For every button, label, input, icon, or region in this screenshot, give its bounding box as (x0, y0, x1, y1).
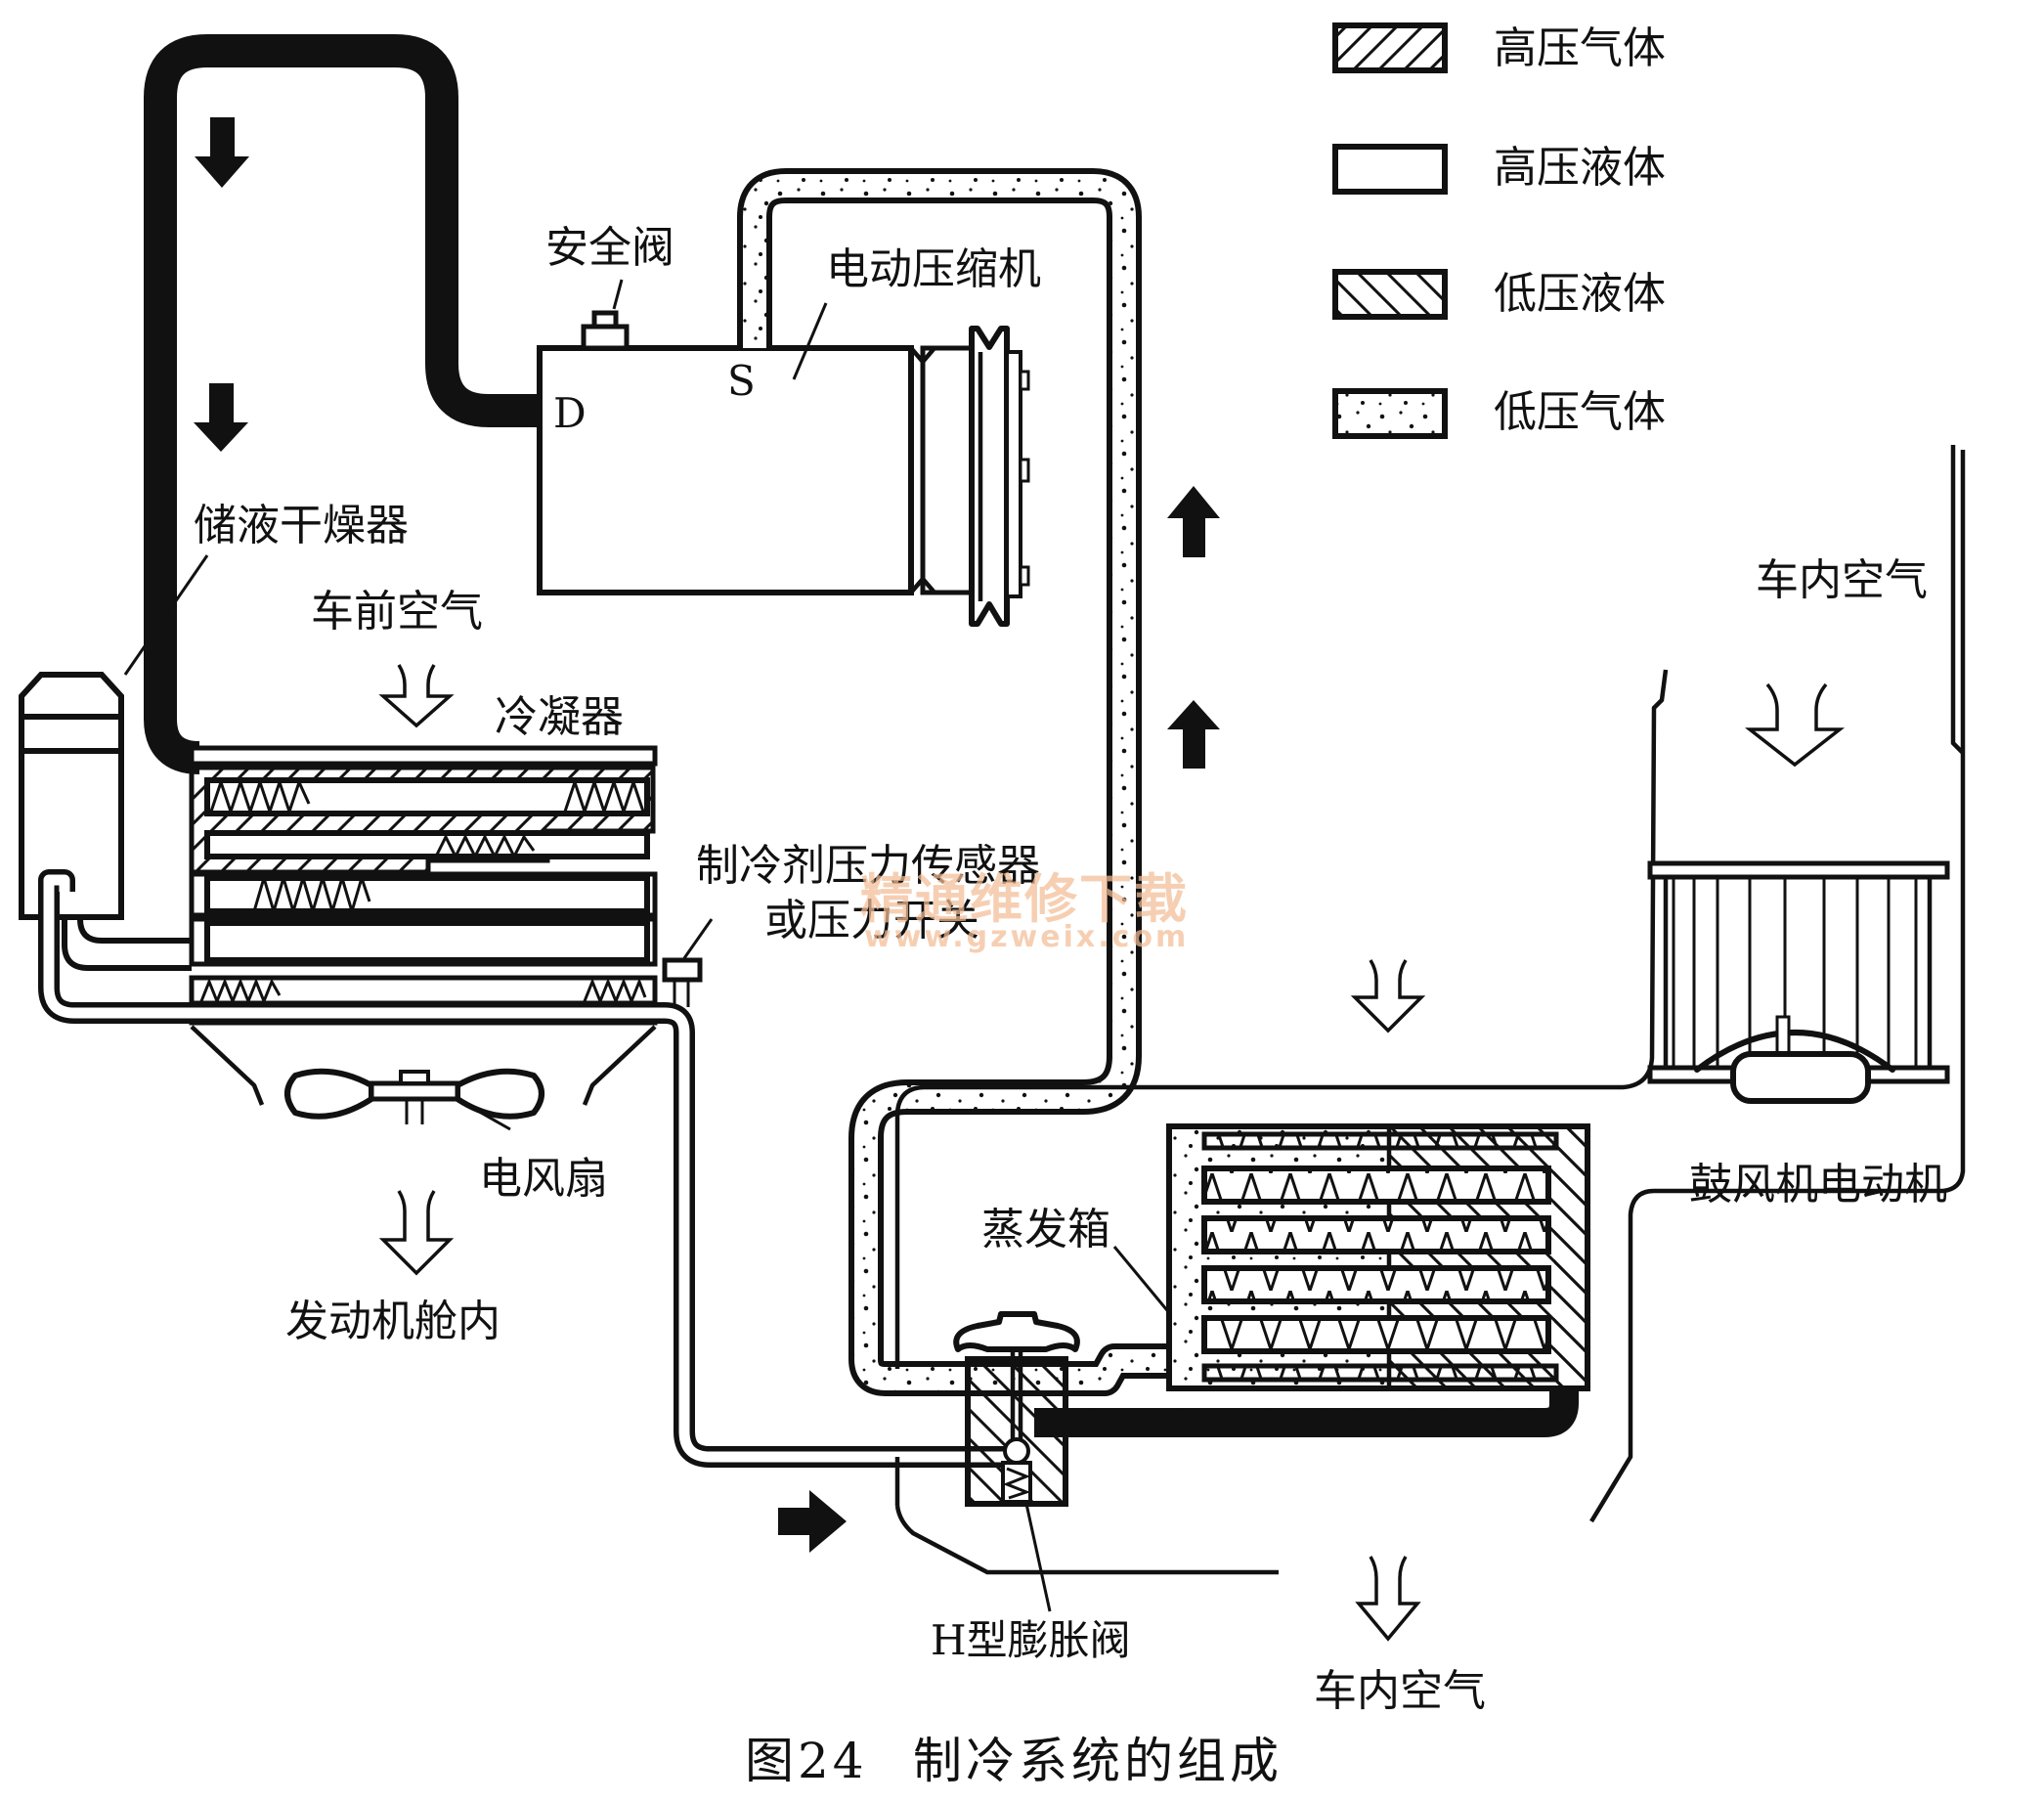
high-pressure-liquid-pipe (38, 869, 1007, 1468)
flow-arrow-down-2 (194, 383, 248, 452)
h-expansion-valve (953, 1311, 1080, 1507)
low-pressure-liquid-pipe (1034, 1388, 1579, 1437)
safety-valve (581, 310, 630, 351)
receiver-drier-leader (123, 554, 209, 676)
receiver-drier-label: 储液干燥器 (194, 501, 409, 550)
flow-arrow-up-2 (1167, 700, 1220, 769)
legend-item-low-pressure-liquid: 低压液体 (1332, 269, 1666, 320)
flow-arrow-down-1 (195, 117, 249, 188)
watermark-text: 精通维修下载 (860, 867, 1189, 930)
port-suction-label: S (727, 357, 756, 405)
electric-fan-label: 电风扇 (479, 1154, 608, 1204)
front-air-arrow (378, 664, 455, 728)
blower-fan-blades (1663, 877, 1933, 1068)
blower (1647, 860, 1950, 1104)
legend-item-low-pressure-gas: 低压气体 (1332, 387, 1666, 439)
cabin-air-intake-arrow (1744, 682, 1846, 768)
port-discharge-label: D (553, 389, 587, 437)
low-pressure-gas-suction-pipe (737, 168, 1169, 1396)
compressor-label: 电动压缩机 (826, 244, 1041, 294)
high-pressure-gas-pipe (144, 34, 538, 774)
engine-compartment-air-arrow (378, 1190, 455, 1276)
legend-label: 低压液体 (1494, 269, 1666, 319)
pressure-sensor-label-line2: 或压力开关 (764, 896, 979, 945)
figure-number: 图24 (745, 1733, 868, 1789)
legend-label: 高压气体 (1494, 23, 1666, 73)
legend-item-high-pressure-liquid: 高压液体 (1332, 143, 1666, 195)
legend: 高压气体 高压液体 低压液体 低压气体 (1332, 22, 1666, 439)
evaporator-air-in-arrow (1350, 959, 1426, 1033)
compressor-pulley (969, 326, 1030, 627)
legend-swatch-hatch-backward (1332, 269, 1448, 320)
legend-swatch-blank (1332, 144, 1448, 195)
legend-item-high-pressure-gas: 高压气体 (1332, 22, 1666, 73)
legend-swatch-hatch-forward (1332, 22, 1448, 73)
compressor-body (537, 345, 914, 595)
pressure-sensor-label-line1: 制冷剂压力传感器 (696, 841, 1040, 891)
evaporator (1166, 1123, 1590, 1391)
electric-fan (284, 1068, 544, 1124)
watermark-url: www.gzweix.com (864, 920, 1189, 954)
cabin-air-intake-label: 车内空气 (1756, 555, 1928, 605)
electric-compressor: D S (537, 310, 1030, 627)
legend-label: 低压气体 (1494, 387, 1666, 437)
flow-arrow-right (778, 1490, 847, 1553)
h-expansion-valve-label: H型膨胀阀 (931, 1616, 1131, 1664)
figure-title: 制冷系统的组成 (913, 1733, 1283, 1789)
safety-valve-label: 安全阀 (545, 223, 674, 273)
flow-arrow-up-1 (1167, 486, 1220, 557)
figure-caption: 图24 制冷系统的组成 (745, 1733, 1283, 1789)
pressure-sensor (662, 957, 703, 1007)
front-air-label: 车前空气 (311, 587, 483, 637)
engine-compartment-label: 发动机舱内 (285, 1297, 500, 1346)
evaporator-label: 蒸发箱 (981, 1205, 1110, 1254)
h-expansion-valve-leader (1024, 1503, 1052, 1612)
watermark: 精通维修下载 www.gzweix.com (860, 867, 1189, 954)
evaporator-tubes (1201, 1131, 1559, 1383)
compressor-leader (792, 302, 828, 380)
safety-valve-leader (612, 279, 624, 310)
evaporator-leader (1112, 1246, 1173, 1316)
legend-label: 高压液体 (1494, 143, 1666, 193)
receiver-drier (19, 672, 124, 920)
cabin-air-outlet-label: 车内空气 (1314, 1666, 1486, 1716)
pressure-sensor-leader (682, 918, 714, 959)
legend-swatch-dots (1332, 388, 1448, 439)
condenser (189, 745, 658, 1106)
hvac-duct (894, 445, 1966, 1575)
condenser-label: 冷凝器 (495, 692, 624, 742)
electric-fan-leader (466, 1103, 511, 1131)
cabin-air-outlet-arrow (1355, 1556, 1421, 1642)
blower-motor-label: 鼓风机电动机 (1689, 1160, 1947, 1209)
